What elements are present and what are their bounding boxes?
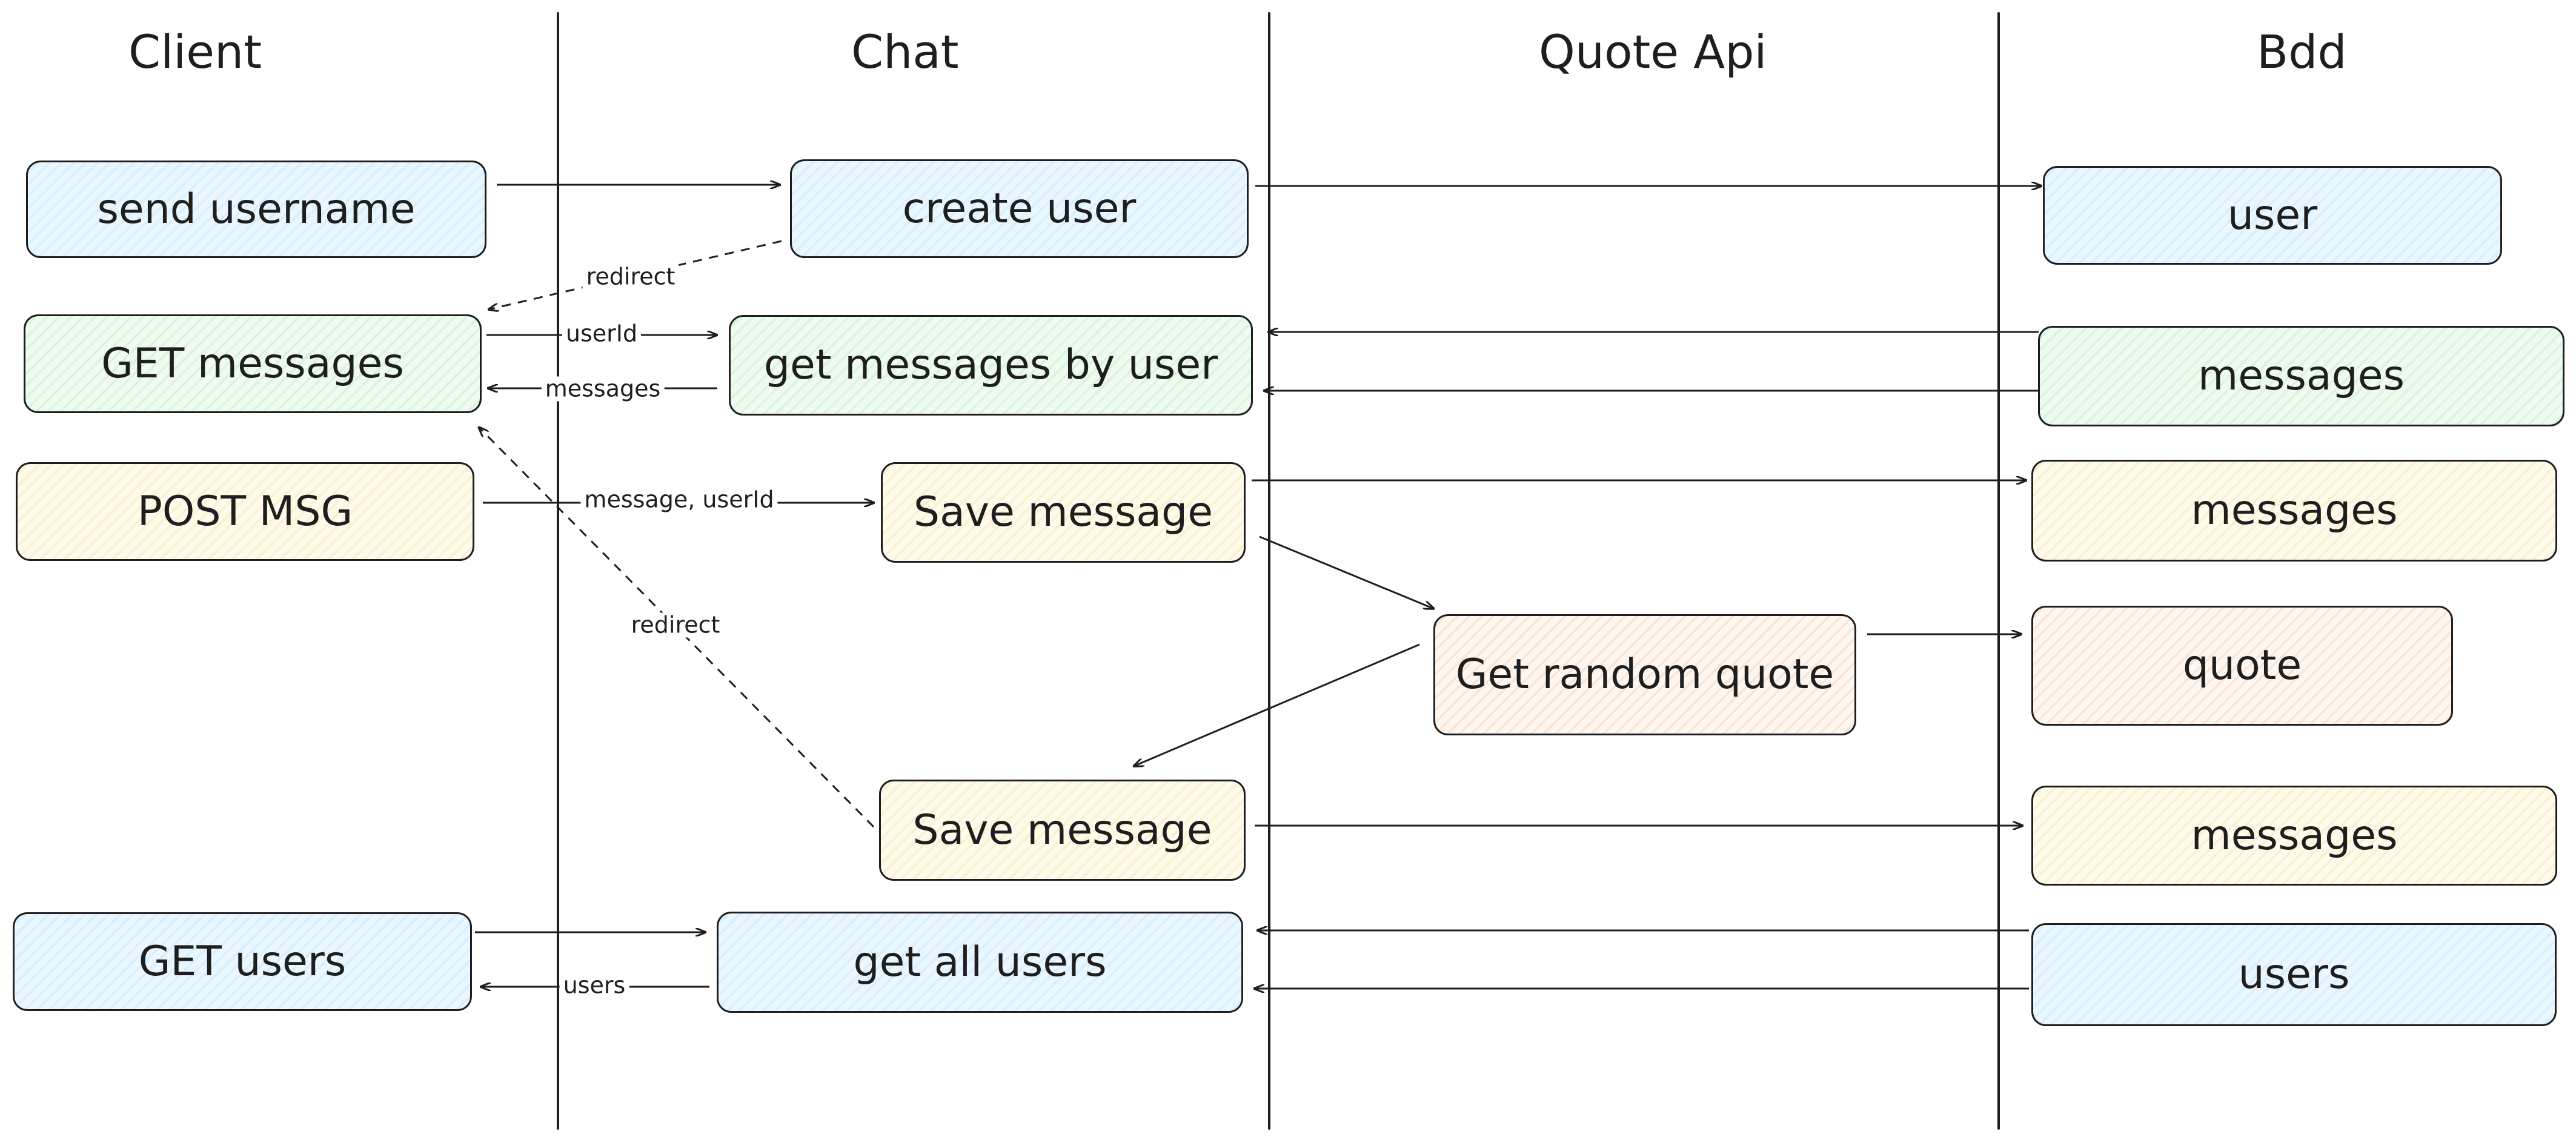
edge-label-message-userid: message, userId [580, 487, 778, 512]
node-get-all-users: get all users [717, 912, 1243, 1013]
lane-title-bdd: Bdd [2257, 25, 2347, 79]
node-get-users: GET users [13, 912, 472, 1011]
node-save-message-2: Save message [879, 780, 1246, 881]
node-save-message-1: Save message [881, 462, 1246, 563]
node-bdd-messages-2: messages [2031, 460, 2557, 562]
node-send-username: send username [26, 161, 486, 258]
node-bdd-quote: quote [2031, 606, 2453, 726]
arrow-random-quote-to-second-save-message [1134, 643, 1420, 766]
edge-label-messages: messages [541, 376, 665, 402]
lane-title-chat: Chat [851, 25, 959, 79]
lane-title-quote-api: Quote Api [1539, 25, 1767, 79]
lane-divider-quote-api-bdd [1997, 12, 2000, 1130]
lane-divider-chat-quote-api [1268, 12, 1270, 1130]
lane-divider-client-chat [557, 12, 559, 1130]
node-bdd-users: users [2031, 923, 2557, 1026]
node-get-messages: GET messages [24, 314, 482, 413]
node-get-messages-by-user: get messages by user [729, 315, 1253, 416]
node-post-msg: POST MSG [16, 462, 474, 561]
lane-title-client: Client [128, 25, 262, 79]
node-bdd-user: user [2043, 166, 2502, 265]
edge-label-userid: userId [562, 321, 642, 346]
node-bdd-messages-1: messages [2038, 326, 2564, 426]
edge-label-users: users [559, 973, 629, 998]
edge-label-redirect-top: redirect [582, 264, 679, 290]
edge-label-redirect-bottom: redirect [627, 612, 724, 638]
node-get-random-quote: Get random quote [1433, 614, 1856, 735]
arrow-save-message-to-random-quote [1259, 535, 1434, 609]
node-bdd-messages-3: messages [2031, 786, 2557, 886]
node-create-user: create user [790, 159, 1249, 258]
